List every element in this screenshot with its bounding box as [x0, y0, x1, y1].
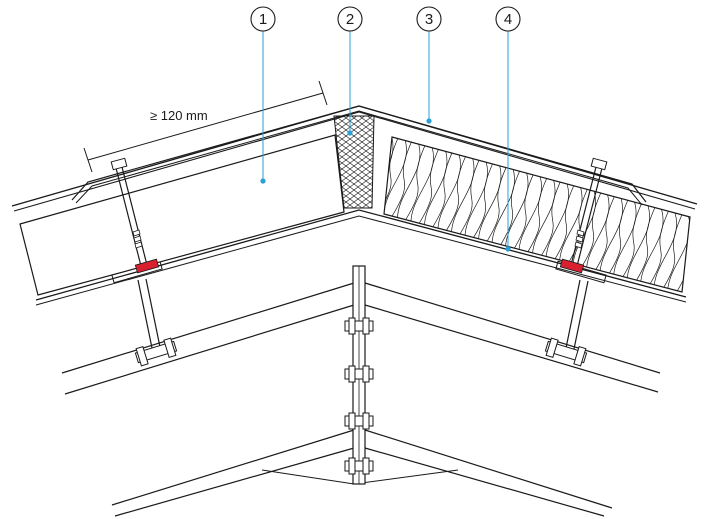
insulation-panel-right [383, 136, 691, 293]
dimension-line: ≥ 120 mm [83, 80, 328, 173]
fastener-right [569, 157, 608, 271]
insulation-panel-left [19, 134, 345, 296]
callout-4: 4 [495, 6, 521, 252]
callout-1: 1 [250, 6, 276, 184]
gasket-right [559, 258, 585, 274]
callout-2-number: 2 [346, 11, 354, 28]
callout-1-number: 1 [259, 11, 267, 28]
post-bolts [344, 317, 374, 475]
lower-structure [61, 265, 661, 517]
gasket-left [134, 258, 160, 274]
callout-4-number: 4 [504, 11, 512, 28]
callout-3-number: 3 [425, 11, 433, 28]
dimension-label: ≥ 120 mm [150, 108, 208, 123]
callout-2: 2 [337, 6, 363, 136]
ridge-flashing [71, 105, 647, 206]
fastener-left [110, 157, 149, 271]
ridge-filler [333, 115, 375, 209]
support-strut-right [544, 260, 607, 367]
callout-3: 3 [416, 6, 442, 124]
support-strut-left [111, 260, 178, 367]
